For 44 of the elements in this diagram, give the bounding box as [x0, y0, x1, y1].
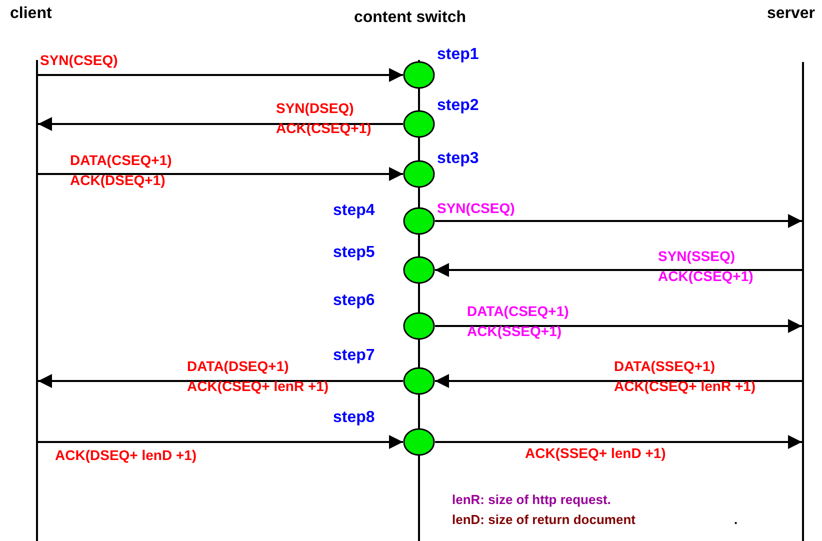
step-circle — [403, 312, 435, 340]
arrow — [435, 214, 802, 228]
note: . — [734, 511, 738, 529]
step-circle — [403, 256, 435, 284]
note: lenR: size of http request. — [452, 491, 611, 509]
edge-label: SYN(DSEQ) ACK(CSEQ+1) — [276, 99, 372, 138]
arrow — [38, 435, 403, 449]
edge-label: SYN(CSEQ) — [437, 199, 515, 218]
step-label: step2 — [437, 97, 479, 115]
step-circle — [403, 207, 435, 235]
step-circle — [403, 160, 435, 188]
edge-label: ACK(SSEQ+ lenD +1) — [525, 444, 666, 463]
arrow — [435, 374, 802, 388]
step-circle — [403, 61, 435, 89]
step-circle — [403, 367, 435, 395]
arrow — [38, 68, 403, 82]
lane-title: server — [755, 5, 815, 25]
edge-label: DATA(DSEQ+1) ACK(CSEQ+ lenR +1) — [187, 357, 329, 396]
lane-title: client — [10, 5, 70, 25]
note: lenD: size of return document — [452, 511, 636, 529]
step-label: step5 — [333, 244, 375, 262]
step-label: step4 — [333, 202, 375, 220]
arrow — [435, 319, 802, 333]
edge-label: ACK(DSEQ+ lenD +1) — [55, 446, 197, 465]
lifeline — [802, 62, 804, 541]
step-label: step7 — [333, 347, 375, 365]
step-label: step6 — [333, 292, 375, 310]
arrow — [38, 167, 403, 181]
step-circle — [403, 110, 435, 138]
step-label: step3 — [437, 150, 479, 168]
edge-label: DATA(CSEQ+1) ACK(SSEQ+1) — [467, 302, 569, 341]
step-label: step1 — [437, 46, 479, 64]
arrow — [435, 263, 802, 277]
edge-label: DATA(CSEQ+1) ACK(DSEQ+1) — [70, 151, 172, 190]
edge-label: SYN(SSEQ) ACK(CSEQ+1) — [658, 247, 754, 286]
lane-title: content switch — [330, 9, 490, 29]
lifeline — [36, 60, 38, 541]
step-label: step8 — [333, 409, 375, 427]
edge-label: DATA(SSEQ+1) ACK(CSEQ+ lenR +1) — [614, 357, 756, 396]
arrow — [38, 117, 403, 131]
step-circle — [403, 428, 435, 456]
arrow — [38, 374, 403, 388]
edge-label: SYN(CSEQ) — [40, 51, 118, 70]
arrow — [435, 435, 802, 449]
